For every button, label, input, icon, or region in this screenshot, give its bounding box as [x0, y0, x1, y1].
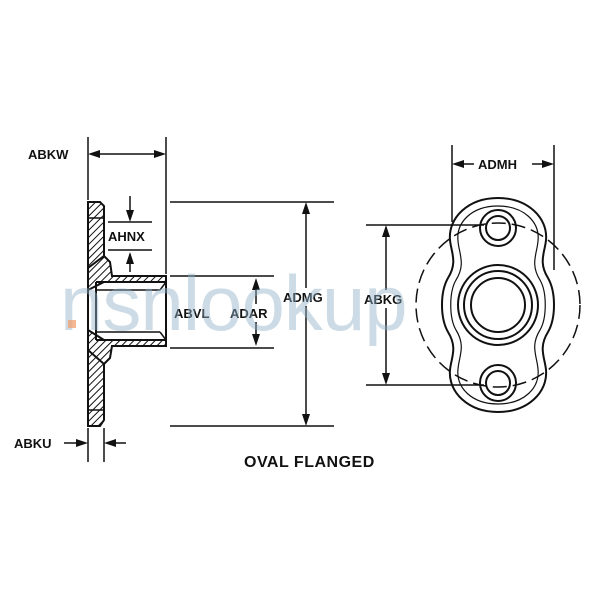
dimension-ahnx: AHNX	[108, 196, 152, 272]
front-oval-view	[415, 196, 581, 414]
dimension-abkw: ABKW	[28, 147, 166, 162]
hub-chamfer-b	[159, 331, 167, 341]
label-abku: ABKU	[14, 436, 52, 451]
dimension-abku: ABKU	[14, 436, 126, 451]
label-abkw: ABKW	[28, 147, 69, 162]
side-extension-lines	[87, 137, 334, 462]
front-extension-lines	[366, 145, 555, 386]
hub-chamfer-a	[159, 281, 167, 291]
dimension-admg: ADMG	[280, 202, 332, 426]
label-admh: ADMH	[478, 157, 517, 172]
label-abvl: ABVL	[174, 306, 209, 321]
label-adar: ADAR	[230, 306, 268, 321]
bolt-hole-lower	[479, 364, 517, 402]
bolt-hole-upper	[479, 209, 517, 247]
bolt-circle-dashed	[415, 222, 581, 388]
oval-flange-outline	[441, 196, 555, 414]
dimension-admh: ADMH	[452, 157, 554, 172]
dimension-abvl-adar: ABVL ADAR	[174, 278, 280, 346]
dimension-abkg: ABKG	[362, 225, 412, 385]
label-ahnx: AHNX	[108, 229, 145, 244]
hub-inner	[463, 270, 533, 340]
center-bore	[470, 277, 526, 333]
label-abkg: ABKG	[364, 292, 402, 307]
label-admg: ADMG	[283, 290, 323, 305]
diagram-caption: OVAL FLANGED	[244, 454, 375, 471]
oval-flange-inner-outline	[450, 205, 546, 405]
hub-outer	[457, 264, 539, 346]
watermark-dot	[68, 320, 76, 328]
side-section-view	[87, 201, 167, 427]
watermark: nsnlookup	[60, 259, 408, 347]
watermark-text: nsnlookup	[60, 259, 407, 347]
